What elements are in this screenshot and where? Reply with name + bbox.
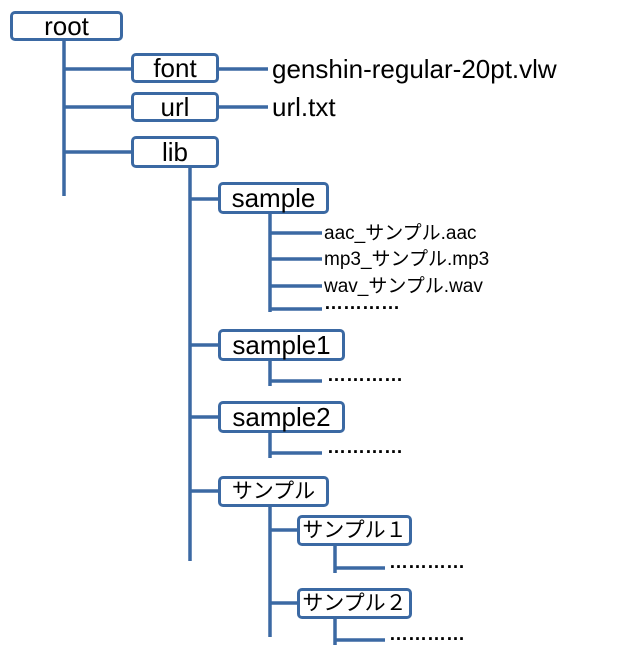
node-sanpuru2: サンプル２	[297, 588, 412, 619]
ellipsis-sample1: …………	[327, 365, 403, 386]
ellipsis-sample: …………	[324, 293, 400, 314]
node-sample: sample	[218, 182, 329, 214]
node-sanpuru1: サンプル１	[297, 515, 412, 546]
ellipsis-sample2: …………	[327, 437, 403, 458]
node-sanpuru: サンプル	[218, 476, 329, 507]
node-url: url	[131, 92, 219, 122]
node-sample2: sample2	[218, 401, 345, 433]
file-mp3: mp3_サンプル.mp3	[324, 249, 490, 270]
ellipsis-sanpuru1: …………	[389, 552, 465, 573]
node-root: root	[10, 11, 123, 41]
file-wav: wav_サンプル.wav	[324, 276, 483, 297]
node-lib: lib	[131, 136, 219, 168]
ellipsis-sanpuru2: …………	[389, 624, 465, 645]
file-font: genshin-regular-20pt.vlw	[272, 54, 557, 84]
file-url: url.txt	[272, 92, 336, 122]
node-sample1: sample1	[218, 329, 345, 361]
file-aac: aac_サンプル.aac	[324, 223, 477, 244]
node-font: font	[131, 53, 219, 83]
